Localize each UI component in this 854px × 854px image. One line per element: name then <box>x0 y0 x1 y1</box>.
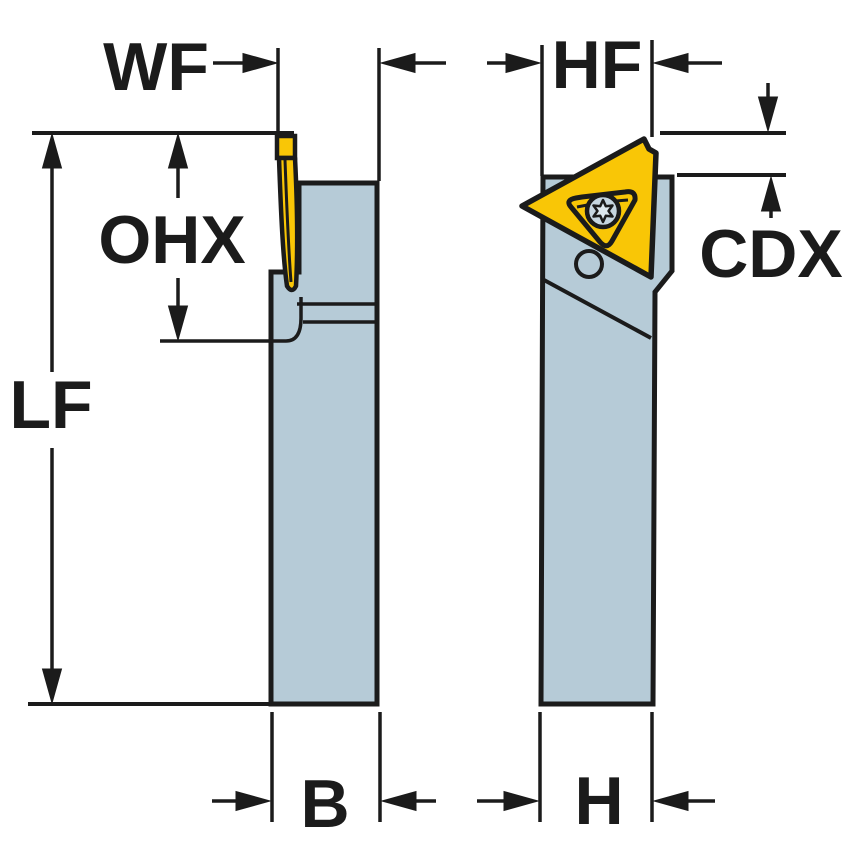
ohx-arrowhead-up <box>167 132 189 169</box>
dimensions <box>28 40 786 822</box>
front-view-holder-body <box>538 174 675 707</box>
wf-label: WF <box>103 29 209 105</box>
cdx-arrowhead-down <box>757 96 779 133</box>
side-view-relief-fillet <box>271 297 303 343</box>
torx-star-icon <box>592 198 614 224</box>
h-label: H <box>574 763 623 839</box>
front-view-clamp-diagonal <box>543 278 652 340</box>
hf-arrowhead-right <box>652 52 689 74</box>
ohx-label: OHX <box>98 202 245 278</box>
cdx-label: CDX <box>699 216 843 292</box>
insert-trigon-edge <box>566 189 638 249</box>
h-arrowhead-right <box>652 790 689 812</box>
h-arrowhead-left <box>503 790 540 812</box>
blade-insert-cap <box>274 133 298 161</box>
wf-arrowhead-right <box>379 52 416 74</box>
lf-arrowhead-up <box>41 132 63 169</box>
b-arrowhead-left <box>235 790 272 812</box>
ohx-arrowhead-down <box>167 305 189 342</box>
side-view <box>268 133 380 707</box>
front-view-hidden-hole <box>574 249 604 279</box>
b-label: B <box>300 766 349 842</box>
hf-label: HF <box>552 27 643 103</box>
cdx-arrowhead-up <box>760 175 782 212</box>
hf-arrowhead-left <box>505 52 542 74</box>
blade-insert-divider-line <box>283 159 293 283</box>
lf-arrowhead-down <box>41 668 63 705</box>
dimension-labels: WF HF OHX CDX LF B H <box>9 27 842 842</box>
lf-label: LF <box>9 367 92 443</box>
b-arrowhead-right <box>380 790 417 812</box>
front-view <box>519 136 675 707</box>
wf-arrowhead-left <box>242 52 279 74</box>
